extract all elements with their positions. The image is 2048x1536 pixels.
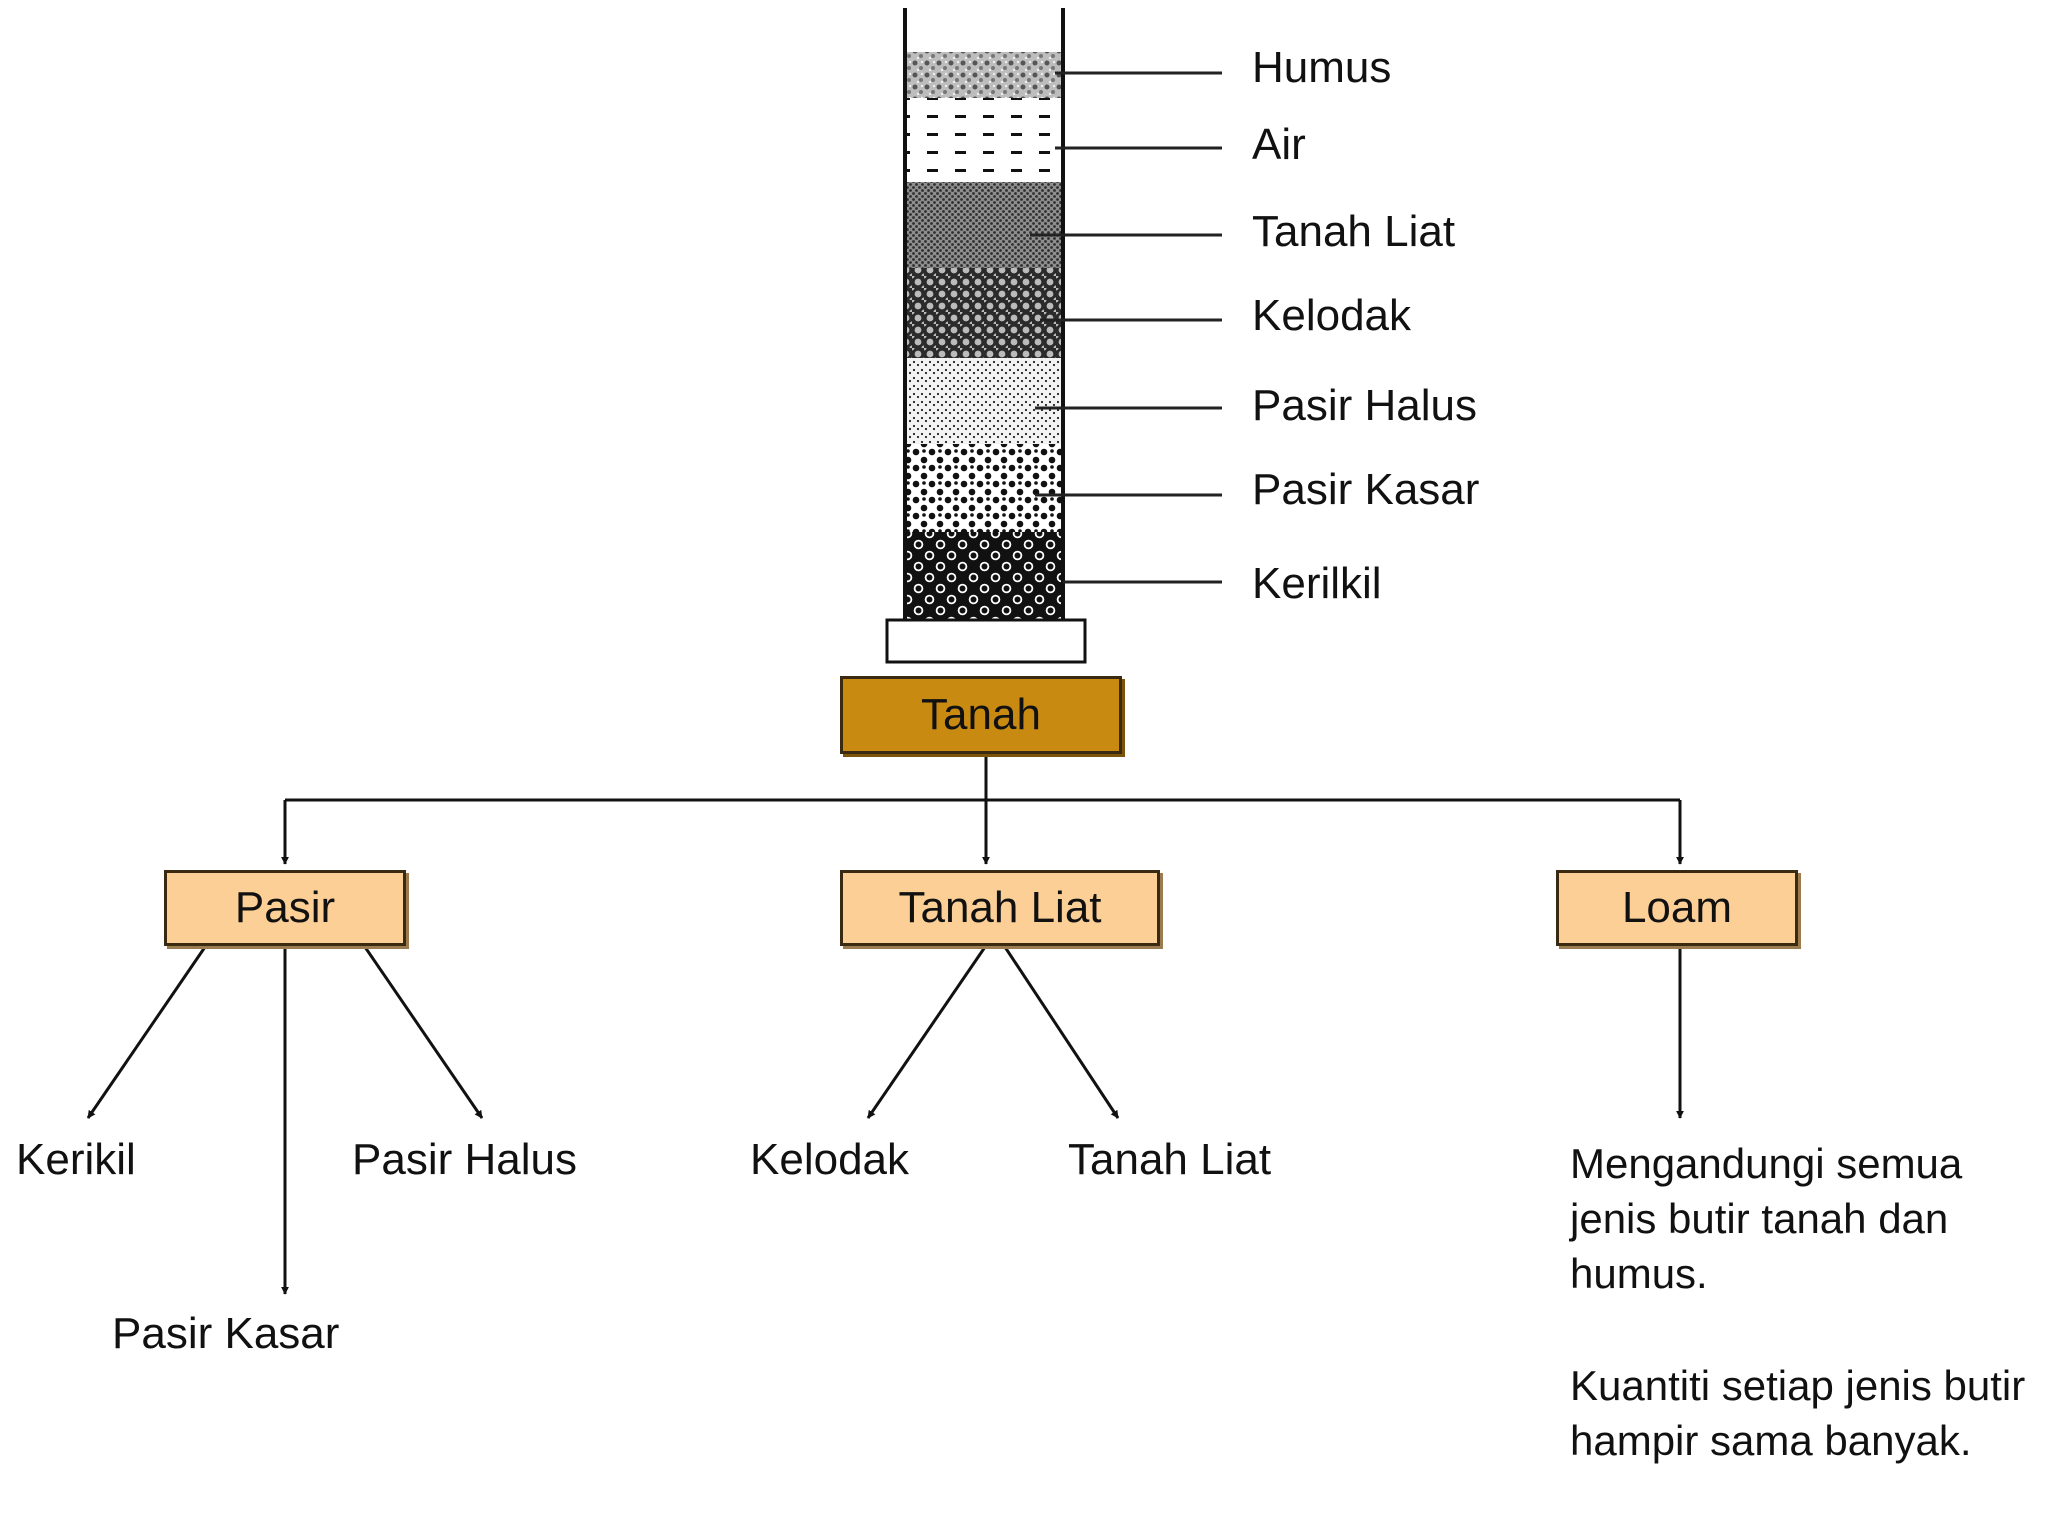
loam-note-1: Mengandungi semua jenis butir tanah dan …: [1570, 1136, 2030, 1301]
node-pasir: Pasir: [164, 870, 406, 946]
layer-label-pasir-halus: Pasir Halus: [1252, 381, 1477, 430]
node-loam: Loam: [1556, 870, 1798, 946]
node-loam-label: Loam: [1621, 883, 1733, 932]
leaf-pasir-kasar: Pasir Kasar: [112, 1309, 340, 1358]
layer-label-kelodak: Kelodak: [1252, 291, 1412, 340]
water-layer: [905, 98, 1063, 182]
layer-label-humus: Humus: [1252, 43, 1392, 92]
leaf-kelodak: Kelodak: [750, 1135, 910, 1184]
loam-note-1-text: Mengandungi semua jenis butir tanah dan …: [1570, 1140, 1963, 1297]
clay-layer: [905, 182, 1063, 268]
humus-layer: [905, 52, 1063, 98]
root-node-label: Tanah: [921, 690, 1041, 739]
node-tanah-liat-label: Tanah Liat: [898, 883, 1102, 932]
arrow-to-kelodak: [866, 946, 987, 1119]
gravel-layer: [905, 532, 1063, 620]
layer-label-tanah-liat: Tanah Liat: [1252, 207, 1456, 256]
tree-connectors: [86, 755, 1684, 1295]
column-base: [885, 618, 1087, 664]
leaf-tanah-liat: Tanah Liat: [1068, 1135, 1272, 1184]
node-tanah-liat: Tanah Liat: [840, 870, 1160, 946]
node-pasir-label: Pasir: [234, 883, 336, 932]
loam-note-2-text: Kuantiti setiap jenis butir hampir sama …: [1570, 1362, 2026, 1464]
fine-sand-layer: [905, 358, 1063, 444]
root-node-tanah: Tanah: [840, 676, 1122, 754]
leaf-pasir-halus: Pasir Halus: [352, 1135, 577, 1184]
leaf-kerikil: Kerikil: [16, 1135, 136, 1184]
coarse-sand-layer: [905, 444, 1063, 532]
loam-note-2: Kuantiti setiap jenis butir hampir sama …: [1570, 1358, 2030, 1468]
layer-leader-lines: [1030, 71, 1222, 584]
arrow-to-pasir-halus: [363, 946, 484, 1119]
layer-label-air: Air: [1252, 120, 1306, 169]
silt-layer: [905, 268, 1063, 358]
soil-column: [885, 8, 1087, 664]
layer-label-pasir-kasar: Pasir Kasar: [1252, 465, 1480, 514]
arrow-to-tanah-liat-leaf: [1003, 946, 1120, 1119]
arrow-to-kerikil: [86, 946, 207, 1119]
layer-label-kerilkil: Kerilkil: [1252, 559, 1382, 608]
